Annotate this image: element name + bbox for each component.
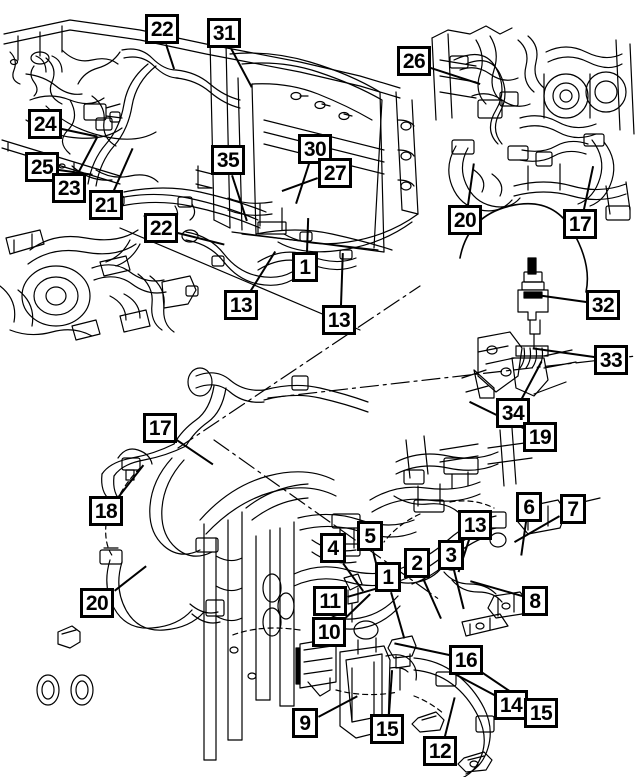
- callout-27[interactable]: 27: [318, 158, 352, 188]
- callout-20[interactable]: 20: [448, 205, 482, 235]
- callout-label: 27: [323, 161, 347, 185]
- callout-17[interactable]: 17: [143, 413, 177, 443]
- callout-7[interactable]: 7: [560, 494, 586, 524]
- callout-label: 17: [148, 416, 172, 440]
- callout-label: 15: [375, 717, 399, 741]
- callout-label: 1: [299, 255, 311, 279]
- callout-20[interactable]: 20: [80, 588, 114, 618]
- callout-4[interactable]: 4: [320, 533, 346, 563]
- callout-label: 34: [501, 401, 525, 425]
- callout-30[interactable]: 30: [298, 134, 332, 164]
- callout-14[interactable]: 14: [494, 690, 528, 720]
- callout-35[interactable]: 35: [211, 145, 245, 175]
- callout-label: 15: [529, 701, 553, 725]
- callout-10[interactable]: 10: [312, 617, 346, 647]
- callout-33[interactable]: 33: [594, 345, 628, 375]
- callout-label: 31: [212, 21, 236, 45]
- callout-label: 14: [499, 693, 523, 717]
- callout-label: 1: [382, 565, 394, 589]
- callout-21[interactable]: 21: [89, 190, 123, 220]
- callout-label: 8: [529, 589, 541, 613]
- callout-label: 2: [411, 551, 423, 575]
- callout-15[interactable]: 15: [524, 698, 558, 728]
- callout-label: 10: [317, 620, 341, 644]
- callout-label: 24: [33, 112, 57, 136]
- callout-label: 12: [428, 739, 452, 763]
- callout-label: 6: [523, 495, 535, 519]
- callout-32[interactable]: 32: [586, 290, 620, 320]
- callout-label: 23: [57, 176, 81, 200]
- callout-label: 33: [599, 348, 623, 372]
- callout-16[interactable]: 16: [449, 645, 483, 675]
- callout-15[interactable]: 15: [370, 714, 404, 744]
- callout-23[interactable]: 23: [52, 173, 86, 203]
- callout-label: 35: [216, 148, 240, 172]
- callout-label: 21: [94, 193, 118, 217]
- callout-label: 11: [319, 589, 341, 613]
- callout-13[interactable]: 13: [224, 290, 258, 320]
- callout-label: 7: [567, 497, 579, 521]
- callout-22[interactable]: 22: [145, 14, 179, 44]
- callout-18[interactable]: 18: [89, 496, 123, 526]
- callout-label: 19: [528, 425, 552, 449]
- callout-label: 26: [402, 49, 426, 73]
- callout-11[interactable]: 11: [313, 586, 347, 616]
- callout-6[interactable]: 6: [516, 492, 542, 522]
- callout-26[interactable]: 26: [397, 46, 431, 76]
- callout-label: 9: [299, 711, 311, 735]
- callout-8[interactable]: 8: [522, 586, 548, 616]
- callout-label: 20: [85, 591, 109, 615]
- callout-label: 16: [454, 648, 478, 672]
- callout-1[interactable]: 1: [375, 562, 401, 592]
- callout-label: 18: [94, 499, 118, 523]
- callout-label: 25: [30, 155, 54, 179]
- callout-9[interactable]: 9: [292, 708, 318, 738]
- callout-label: 20: [453, 208, 477, 232]
- callout-label: 5: [364, 524, 376, 548]
- callout-13[interactable]: 13: [322, 305, 356, 335]
- callout-label: 22: [149, 216, 173, 240]
- callout-label: 13: [327, 308, 351, 332]
- callout-5[interactable]: 5: [357, 521, 383, 551]
- callout-label: 13: [229, 293, 253, 317]
- callout-24[interactable]: 24: [28, 109, 62, 139]
- callout-31[interactable]: 31: [207, 18, 241, 48]
- callout-17[interactable]: 17: [563, 209, 597, 239]
- callout-12[interactable]: 12: [423, 736, 457, 766]
- callout-22[interactable]: 22: [144, 213, 178, 243]
- callout-label: 32: [591, 293, 615, 317]
- callout-13[interactable]: 13: [458, 510, 492, 540]
- callout-label: 30: [303, 137, 327, 161]
- callout-1[interactable]: 1: [292, 252, 318, 282]
- callout-label: 3: [445, 543, 457, 567]
- callout-19[interactable]: 19: [523, 422, 557, 452]
- callout-label: 4: [327, 536, 339, 560]
- callout-label: 22: [150, 17, 174, 41]
- callout-3[interactable]: 3: [438, 540, 464, 570]
- callout-2[interactable]: 2: [404, 548, 430, 578]
- callout-label: 17: [568, 212, 592, 236]
- callout-label: 13: [463, 513, 487, 537]
